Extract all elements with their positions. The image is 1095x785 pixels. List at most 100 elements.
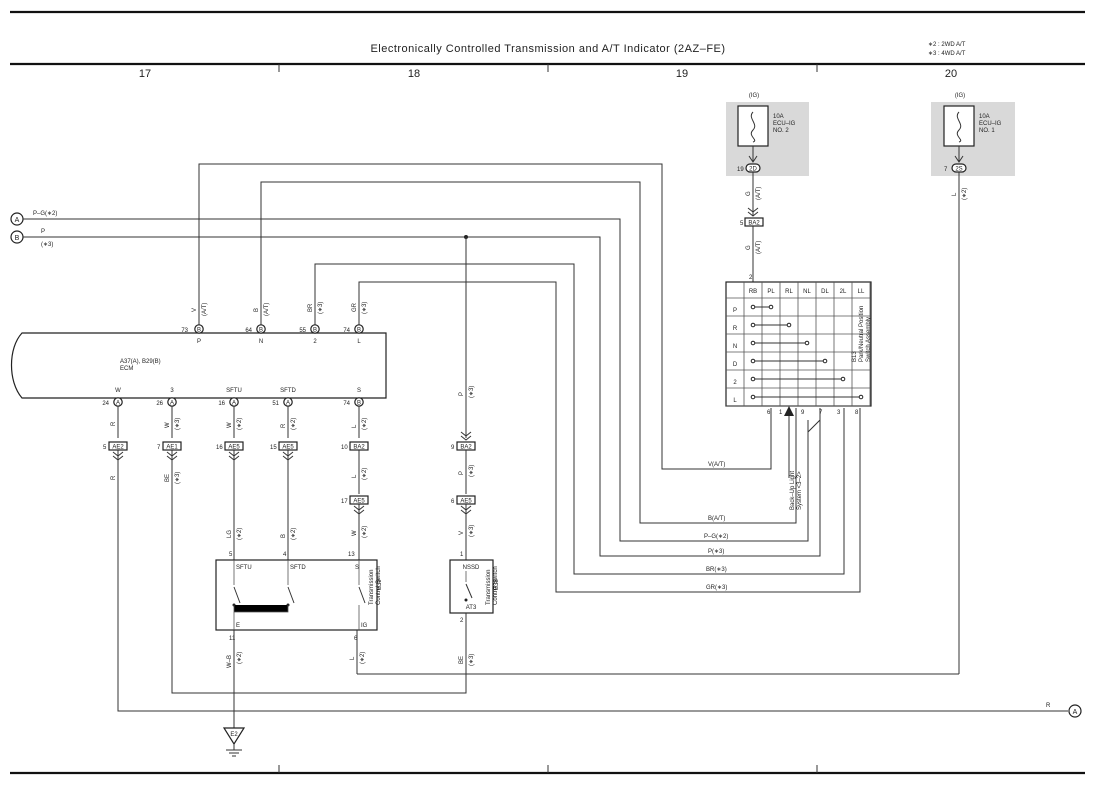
svg-text:2: 2 bbox=[460, 618, 464, 624]
ecm-block: A37(A), B29(B) ECM bbox=[11, 332, 387, 399]
svg-text:BA2: BA2 bbox=[748, 221, 760, 227]
svg-text:3: 3 bbox=[837, 410, 841, 416]
ecm-pin-n: B 64 N bbox=[245, 324, 266, 345]
contact-dot bbox=[768, 304, 774, 310]
svg-text:(∗2): (∗2) bbox=[291, 418, 297, 430]
svg-text:SFTU: SFTU bbox=[236, 565, 252, 571]
svg-text:AE5: AE5 bbox=[282, 445, 294, 451]
svg-text:B: B bbox=[15, 235, 20, 242]
contact-dot bbox=[750, 340, 756, 346]
svg-text:RB: RB bbox=[749, 289, 757, 295]
switch-contact-icon bbox=[465, 583, 473, 599]
contact-dot bbox=[858, 394, 864, 400]
svg-text:5: 5 bbox=[229, 552, 233, 558]
contact-dot bbox=[750, 394, 756, 400]
svg-text:2: 2 bbox=[733, 380, 737, 386]
svg-text:L: L bbox=[352, 474, 358, 478]
switch-contact-icon bbox=[233, 586, 241, 604]
svg-text:P: P bbox=[459, 471, 465, 475]
svg-text:74: 74 bbox=[343, 328, 350, 334]
svg-text:P–G(∗2): P–G(∗2) bbox=[33, 211, 57, 217]
svg-text:(A/T): (A/T) bbox=[756, 187, 762, 200]
column-20: 20 bbox=[945, 68, 957, 80]
svg-text:SFTU: SFTU bbox=[226, 388, 242, 394]
svg-text:13: 13 bbox=[348, 552, 355, 558]
svg-text:(A/T): (A/T) bbox=[202, 303, 208, 316]
svg-text:5: 5 bbox=[103, 445, 107, 451]
contact-dot bbox=[822, 358, 828, 364]
svg-text:2D: 2D bbox=[749, 167, 757, 173]
fuse-ecu-ig-no2: (IG) 10A ECU–IG NO. 2 2D 19 bbox=[726, 93, 809, 176]
svg-text:B: B bbox=[197, 328, 201, 334]
svg-text:B: B bbox=[281, 534, 287, 538]
svg-text:(∗3): (∗3) bbox=[318, 302, 324, 314]
column-17: 17 bbox=[139, 68, 151, 80]
svg-text:26: 26 bbox=[156, 401, 163, 407]
svg-text:2: 2 bbox=[749, 275, 753, 281]
fuse-ecu-ig-no1: (IG) 10A ECU–IG NO. 1 2S 7 bbox=[931, 93, 1015, 176]
svg-text:(∗3): (∗3) bbox=[175, 418, 181, 430]
svg-text:3: 3 bbox=[170, 388, 174, 394]
svg-text:R: R bbox=[111, 475, 117, 480]
svg-text:BE: BE bbox=[459, 656, 465, 664]
contact-dot bbox=[750, 304, 756, 310]
svg-text:(∗2): (∗2) bbox=[362, 526, 368, 538]
svg-text:P: P bbox=[41, 229, 45, 235]
svg-text:Back–Up Light: Back–Up Light bbox=[790, 471, 796, 510]
svg-text:P: P bbox=[733, 308, 737, 314]
svg-text:V: V bbox=[459, 531, 465, 535]
svg-text:55: 55 bbox=[299, 328, 306, 334]
svg-text:P: P bbox=[459, 392, 465, 396]
note-2wd: ∗2 : 2WD A/T bbox=[928, 42, 966, 48]
svg-text:N: N bbox=[733, 344, 737, 350]
bus-bat: B(A/T) bbox=[708, 516, 725, 522]
junction-a-right bbox=[1068, 704, 1082, 718]
ground-icon bbox=[222, 727, 246, 746]
svg-text:PL: PL bbox=[767, 289, 775, 295]
svg-text:AE5: AE5 bbox=[228, 445, 240, 451]
bus-gr3: GR(∗3) bbox=[706, 585, 727, 591]
svg-text:19: 19 bbox=[737, 167, 744, 173]
bus-p3: P(∗3) bbox=[708, 549, 724, 555]
svg-text:G: G bbox=[746, 191, 752, 196]
bus-br3: BR(∗3) bbox=[706, 567, 727, 573]
svg-text:A37(A), B29(B): A37(A), B29(B) bbox=[120, 359, 161, 365]
svg-text:(∗3): (∗3) bbox=[362, 302, 368, 314]
svg-text:BA2: BA2 bbox=[353, 445, 365, 451]
svg-text:24: 24 bbox=[102, 401, 109, 407]
svg-text:7: 7 bbox=[157, 445, 161, 451]
svg-text:Control Switch: Control Switch bbox=[493, 566, 499, 605]
svg-text:B: B bbox=[357, 401, 361, 407]
svg-text:P: P bbox=[197, 339, 201, 345]
contact-dot bbox=[750, 376, 756, 382]
svg-text:E39: E39 bbox=[377, 579, 383, 590]
svg-text:74: 74 bbox=[343, 401, 350, 407]
svg-text:(∗2): (∗2) bbox=[237, 528, 243, 540]
svg-text:(∗3): (∗3) bbox=[175, 472, 181, 484]
svg-text:51: 51 bbox=[272, 401, 279, 407]
switch-contact-icon bbox=[358, 586, 366, 604]
bus-vat: V(A/T) bbox=[708, 462, 725, 468]
svg-text:L: L bbox=[952, 192, 958, 196]
contact-dot bbox=[804, 340, 810, 346]
svg-text:S: S bbox=[357, 388, 361, 394]
svg-text:10A: 10A bbox=[979, 114, 990, 120]
svg-text:A: A bbox=[1073, 709, 1078, 716]
svg-text:BR: BR bbox=[308, 303, 314, 312]
svg-text:W: W bbox=[227, 422, 233, 428]
svg-text:W: W bbox=[165, 422, 171, 428]
svg-text:B13: B13 bbox=[852, 351, 858, 362]
svg-text:AE5: AE5 bbox=[353, 499, 365, 505]
ground-e2: E2 bbox=[222, 727, 246, 757]
svg-text:2S: 2S bbox=[955, 167, 962, 173]
svg-text:A: A bbox=[116, 401, 120, 407]
svg-text:L: L bbox=[352, 424, 358, 428]
note-4wd: ∗3 : 4WD A/T bbox=[928, 51, 966, 57]
svg-text:SFTD: SFTD bbox=[290, 565, 306, 571]
svg-text:A: A bbox=[232, 401, 236, 407]
column-19: 19 bbox=[676, 68, 688, 80]
arrow-down-icon bbox=[954, 155, 964, 163]
svg-text:B: B bbox=[254, 308, 260, 312]
svg-text:GR: GR bbox=[352, 302, 358, 312]
